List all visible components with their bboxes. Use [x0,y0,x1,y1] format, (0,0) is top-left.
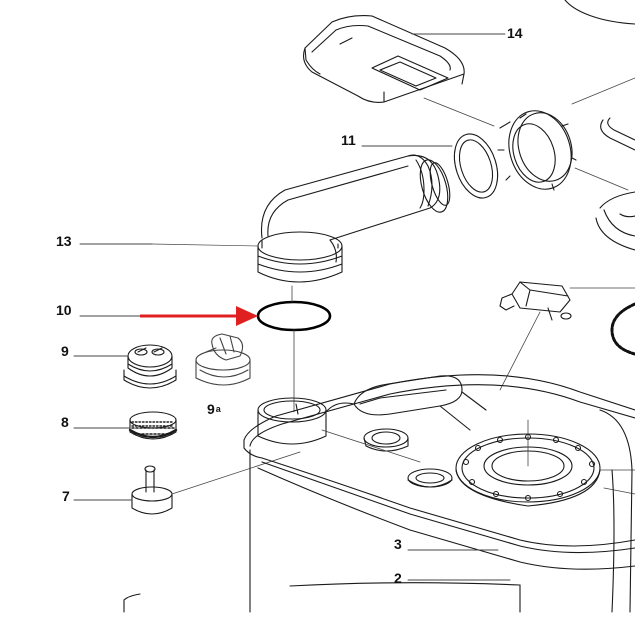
tank-drain [407,468,453,488]
callout-3: 3 [394,536,402,552]
part-9a-vent [195,333,251,386]
top-partial-circle [564,0,635,25]
tank-body [123,374,635,613]
tank-right-edge [599,409,633,613]
callout-8: 8 [61,414,69,430]
callout-9: 9 [61,343,69,359]
callout-9a-number: 9 [207,401,215,417]
part-8-filter [128,411,178,440]
tank-inlet [363,428,409,452]
callout-13: 13 [56,233,72,249]
callout-7: 7 [62,488,70,504]
part-10-o-ring [256,300,332,332]
callout-9a: 9a [207,402,221,416]
part-14-cover [303,15,465,103]
red-arrow-icon [140,306,258,326]
right-edge-parts [595,117,635,251]
part-11-seal-ring [453,133,499,199]
edge-gasket [610,302,635,356]
union-nut [497,110,577,191]
part-9-vent-cap [123,344,177,389]
tank-handle [325,375,487,431]
callout-9a-superscript: a [215,404,221,414]
callout-2: 2 [394,570,402,586]
callout-10: 10 [56,302,72,318]
part-13-elbow-pipe [257,154,451,283]
tank-spout [257,397,327,445]
level-sensor [499,281,572,321]
callout-14: 14 [507,25,523,41]
part-7-plug [131,465,173,515]
callout-11: 11 [341,132,356,148]
